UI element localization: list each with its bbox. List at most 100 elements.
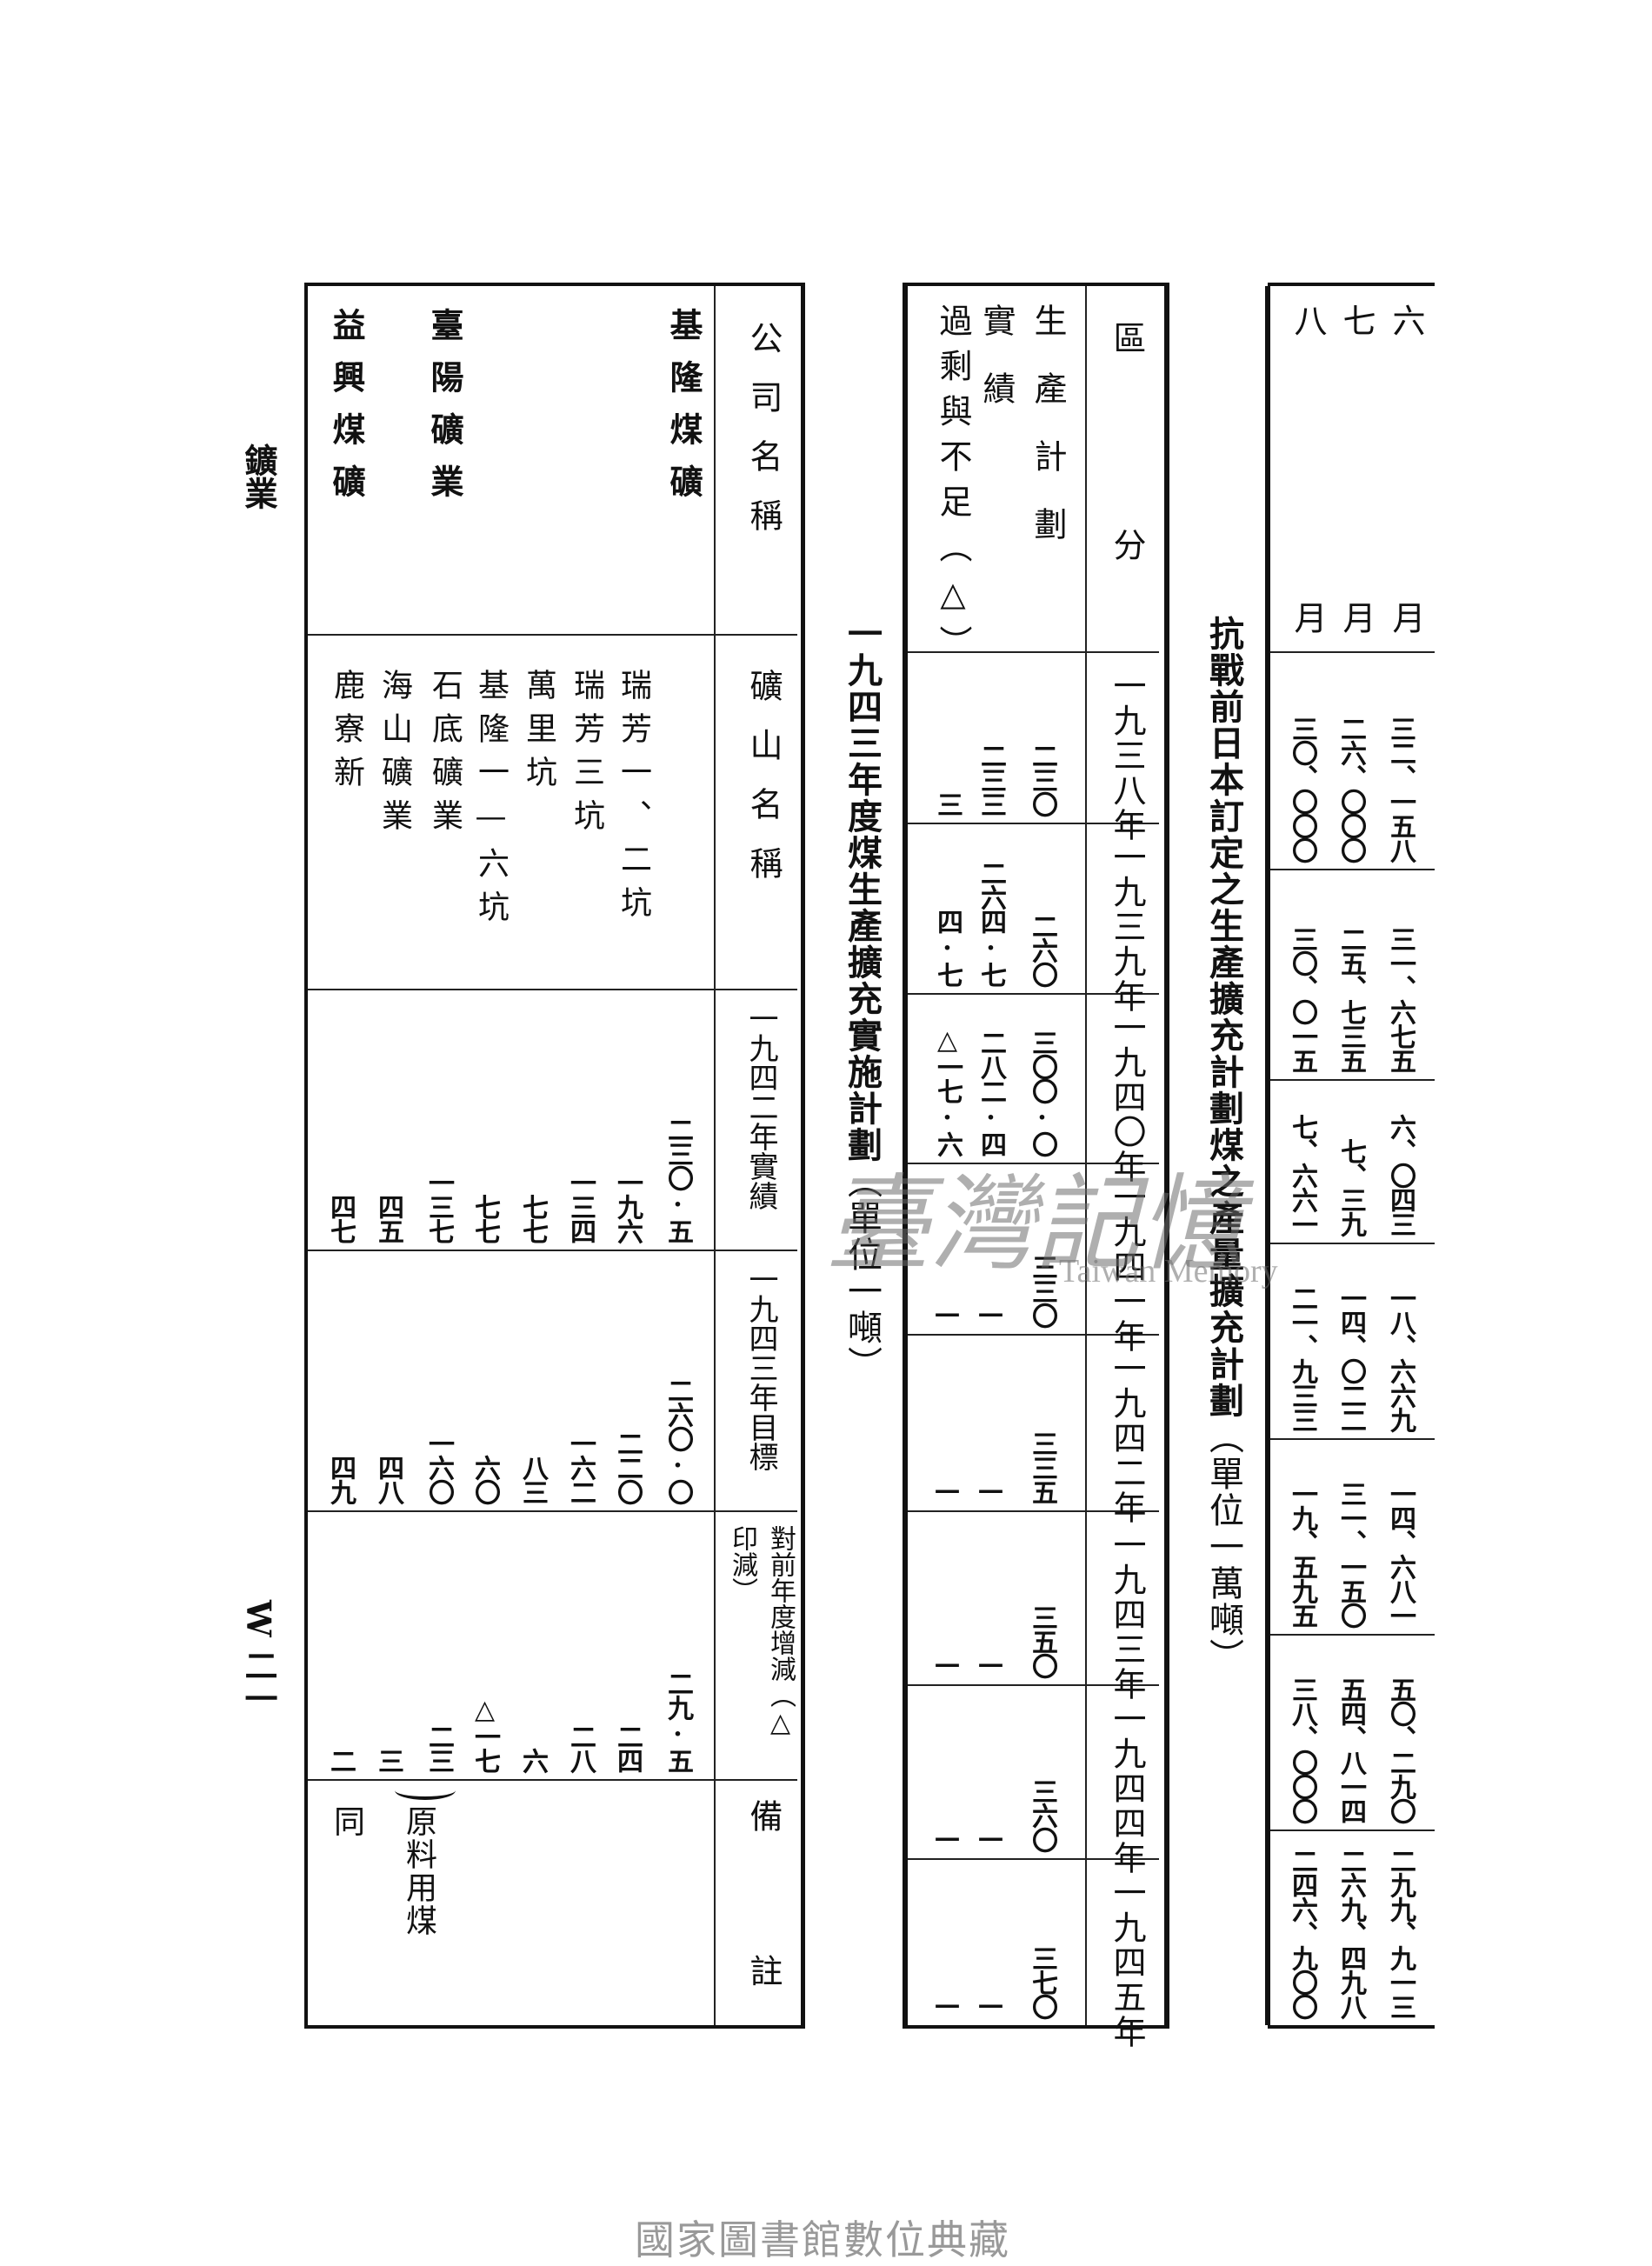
row-divider — [308, 989, 797, 990]
prewar-cell: 二六、〇〇〇 — [1336, 716, 1366, 862]
plan-cell-diff: 三 — [932, 791, 963, 816]
plan-cell-plan: 三〇〇·〇 — [1027, 1030, 1057, 1156]
actual-1942-cell: 七七 — [517, 1194, 548, 1243]
mine-name: 萬里坑 — [521, 669, 556, 799]
plan-1943-title-text: 一九四三年度煤生產擴充實施計劃 — [842, 616, 883, 1163]
prewar-cell: 三〇、〇〇〇 — [1287, 716, 1317, 862]
row-divider — [308, 1250, 797, 1251]
row-divider — [908, 1334, 1159, 1336]
prewar-expansion-table: 六月七月八月三二、一五八二六、〇〇〇三〇、〇〇〇三一、六七五二五、七三五三〇、〇… — [1265, 283, 1435, 2029]
plan-cell-actual: — — [976, 1475, 1006, 1503]
change-cell: △一七 — [470, 1695, 500, 1772]
prewar-cell: 三〇、〇一五 — [1287, 926, 1317, 1072]
row-divider — [1268, 1079, 1435, 1081]
row-divider — [908, 1510, 1159, 1512]
row-divider — [1268, 869, 1435, 870]
plan-cell-actual: — — [976, 1298, 1006, 1327]
change-cell: 二 — [325, 1748, 356, 1772]
row-divider — [908, 823, 1159, 824]
header-category: 區分 — [1108, 321, 1146, 735]
year-label: 一九四二年 — [1108, 1351, 1146, 1525]
change-cell: 二四 — [612, 1723, 643, 1772]
coal-plan-1943-table: 公司名稱礦山名稱一九四二年實績一九四三年目標對前年度增減（△印減）備註基隆煤礦二… — [304, 283, 805, 2109]
row-divider — [908, 1858, 1159, 1860]
row-divider — [1268, 1438, 1435, 1440]
plan-cell-diff: — — [932, 1298, 963, 1327]
plan-cell-plan: 三三〇 — [1027, 1254, 1057, 1327]
change-cell: 二三 — [423, 1723, 454, 1772]
company-name: 基隆煤礦 — [664, 308, 703, 517]
header-company: 公司名稱 — [744, 321, 783, 557]
plan-cell-plan: 三六〇 — [1027, 1778, 1057, 1851]
plan-cell-diff: — — [932, 1989, 963, 2018]
actual-1942-cell: 四七 — [325, 1194, 356, 1243]
watermark-logo-en: Taiwan Memory — [1059, 1253, 1278, 1290]
target-1943-cell: 四八 — [373, 1455, 403, 1503]
section-label: 鑛業 — [239, 443, 278, 510]
footer-credit: 國家圖書館數位典藏 — [635, 2216, 1010, 2263]
prewar-cell: 二四六、九〇〇 — [1287, 1848, 1317, 2018]
header-actual-1942: 一九四二年實績 — [743, 1003, 778, 1210]
prewar-cell: 六、〇四三 — [1385, 1114, 1416, 1236]
year-label: 一九四一年 — [1108, 1180, 1146, 1354]
plan-1943-title: 一九四三年度煤生產擴充實施計劃（單位一噸） — [836, 616, 887, 1383]
prewar-cell: 三八、〇〇〇 — [1287, 1676, 1317, 1823]
target-1943-cell: 八三 — [517, 1455, 548, 1503]
plan-cell-actual: — — [976, 1823, 1006, 1851]
table-border — [1265, 286, 1270, 2025]
year-label: 一九四〇年 — [1108, 1010, 1146, 1184]
mine-name: 石底礦業 — [427, 669, 463, 843]
plan-cell-diff: — — [932, 1649, 963, 1677]
prewar-cell: 七、六六一 — [1287, 1114, 1317, 1236]
month-number: 七 — [1337, 303, 1376, 337]
change-cell: 二八 — [565, 1723, 596, 1772]
prewar-cell: 三一、六七五 — [1385, 926, 1416, 1072]
plan-cell-diff: — — [932, 1823, 963, 1851]
plan-cell-plan: 三七〇 — [1027, 1945, 1057, 2018]
row-divider — [908, 1163, 1159, 1164]
month-suffix: 月 — [1337, 601, 1376, 634]
actual-1942-cell: 一三七 — [423, 1170, 454, 1243]
change-cell: 六 — [517, 1748, 548, 1772]
prewar-cell: 二九九、九一三 — [1385, 1848, 1416, 2018]
target-1943-cell: 一六〇 — [423, 1430, 454, 1503]
target-1943-cell: 六〇 — [470, 1455, 500, 1503]
prewar-cell: 一九、五九五 — [1287, 1481, 1317, 1627]
actual-1942-cell: 四五 — [373, 1194, 403, 1243]
prewar-cell: 三一、一五〇 — [1336, 1481, 1366, 1627]
company-name: 臺陽礦業 — [425, 308, 464, 517]
plan-cell-plan: 三三五 — [1027, 1430, 1057, 1503]
actual-1942-cell: 一九六 — [612, 1170, 643, 1243]
remark-cell: 原料用煤 — [401, 1805, 436, 1937]
remark-brace — [395, 1781, 456, 1800]
mine-name: 基隆一—六坑 — [473, 669, 509, 934]
header-plan: 生產計劃 — [1029, 303, 1067, 575]
actual-1942-cell: 一三四 — [565, 1170, 596, 1243]
header-diff: 過剩與不足（△） — [934, 303, 972, 670]
month-number: 八 — [1289, 303, 1327, 337]
year-label: 一九四五年 — [1108, 1876, 1146, 2049]
prewar-cell: 五四、八一四 — [1336, 1676, 1366, 1823]
prewar-cell: 二六九、四九八 — [1336, 1848, 1366, 2018]
remark-cell: 同 — [329, 1805, 364, 1838]
row-divider — [308, 1510, 797, 1512]
plan-cell-actual: — — [976, 1989, 1006, 2018]
mine-name: 瑞芳三坑 — [569, 669, 604, 843]
plan-cell-diff: △一七·六 — [932, 1025, 963, 1156]
target-1943-cell: 二六〇·〇 — [663, 1377, 693, 1503]
month-header: 七月 — [1333, 303, 1381, 634]
row-divider — [1268, 651, 1435, 653]
target-1943-cell: 一六二 — [565, 1430, 596, 1503]
plan-cell-diff: 四·七 — [932, 909, 963, 986]
actual-1942-cell: 七七 — [470, 1194, 500, 1243]
mine-name: 瑞芳一、二坑 — [616, 669, 651, 930]
month-number: 六 — [1387, 303, 1425, 337]
production-plan-table: 區分生產計劃實績過剩與不足（△）一九三八年二三〇二三三三一九三九年二六〇二六四·… — [903, 283, 1169, 2049]
row-divider — [308, 634, 797, 636]
year-label: 一九三九年 — [1108, 840, 1146, 1014]
mine-name: 海山礦業 — [376, 669, 412, 843]
month-suffix: 月 — [1387, 601, 1425, 634]
month-header: 八月 — [1284, 303, 1332, 634]
prewar-cell: 二一、九三三 — [1287, 1285, 1317, 1431]
column-divider — [714, 286, 716, 2025]
